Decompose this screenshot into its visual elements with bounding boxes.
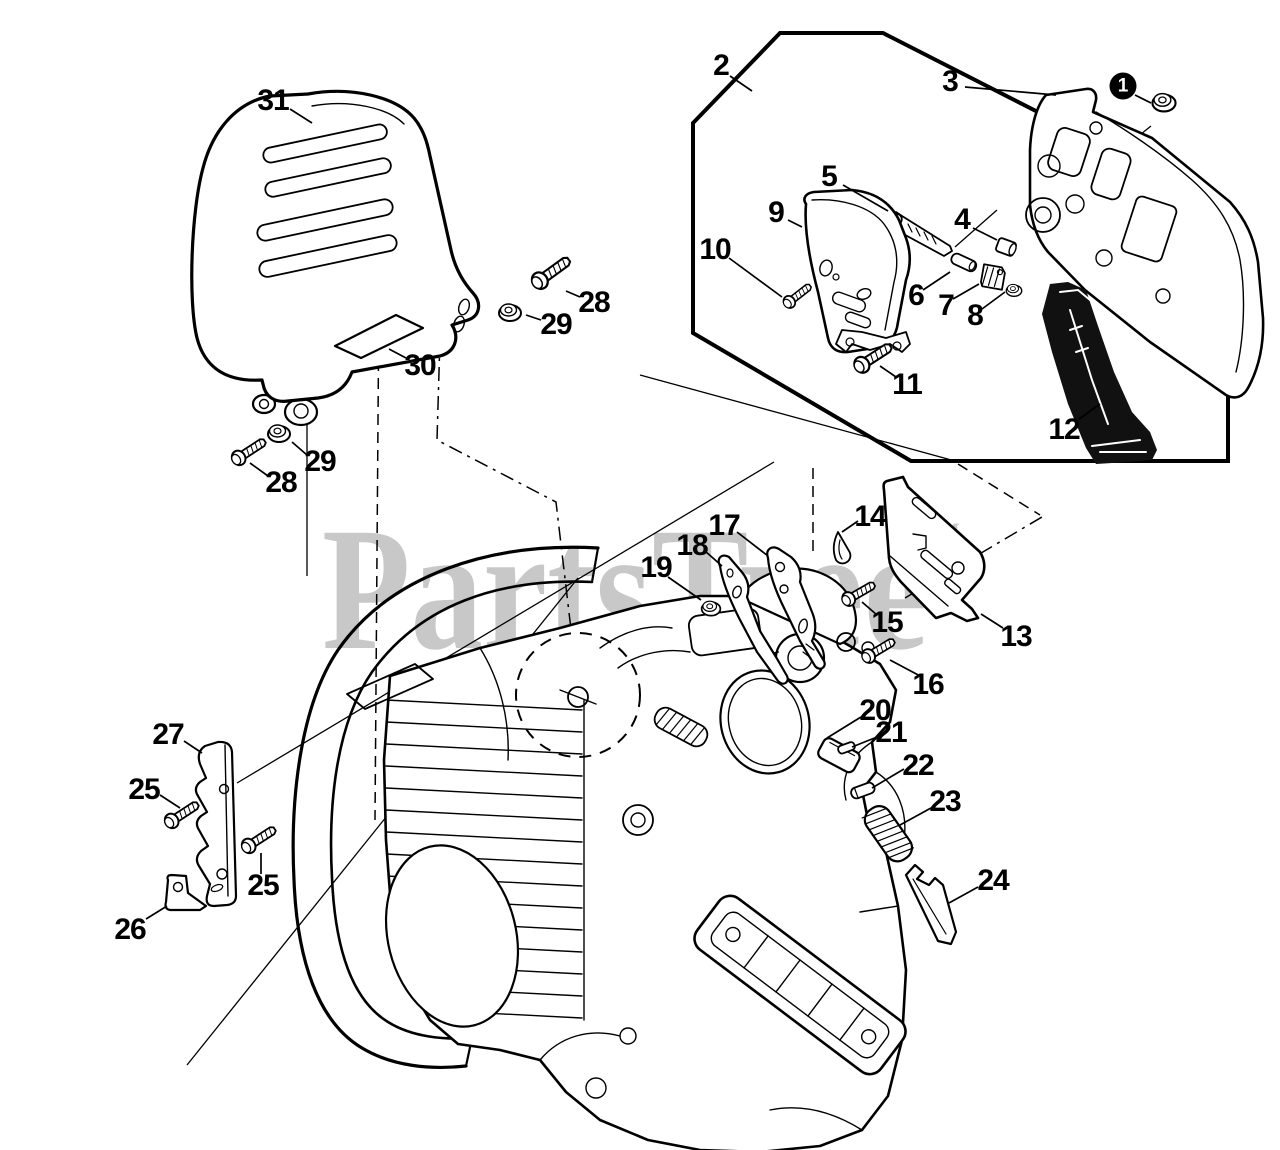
callout-28: 28 (578, 286, 610, 319)
callout-15: 15 (871, 606, 903, 639)
lever-17 (766, 546, 826, 670)
callout-18: 18 (676, 529, 708, 562)
guide-plate-9 (803, 188, 912, 354)
chain-tensioner (653, 706, 709, 748)
callout-20: 20 (859, 694, 891, 727)
bolt-25-upper (160, 796, 203, 833)
bar-plate-13 (882, 475, 986, 623)
callout-4: 4 (954, 203, 971, 236)
rod-24 (904, 863, 958, 946)
callout-26: 26 (114, 913, 146, 946)
bumper-spike-27 (194, 740, 238, 908)
muffler-oval (384, 844, 520, 1028)
callout-11: 11 (892, 368, 923, 401)
leader-lines (145, 75, 1152, 920)
callout-2: 2 (713, 49, 730, 82)
barrel-nut-4 (995, 237, 1017, 257)
callout-14: 14 (854, 500, 886, 533)
callout-17: 17 (708, 509, 740, 542)
callout-24: 24 (977, 864, 1009, 897)
callout-16: 16 (912, 668, 944, 701)
clutch-reference-circle (515, 632, 641, 758)
bolt-28-left (227, 433, 270, 470)
callout-13: 13 (1000, 620, 1032, 653)
nut-19 (700, 600, 722, 617)
lever-18 (717, 554, 789, 685)
callout-23: 23 (929, 785, 961, 818)
screw-10 (779, 279, 815, 312)
hand-guard-lever-12 (1042, 282, 1157, 464)
nut-29-left (267, 424, 291, 443)
engine-assembly (291, 545, 908, 1150)
clutch-cover-3 (1025, 87, 1265, 399)
callout-30: 30 (404, 349, 436, 382)
sleeve-6 (950, 252, 978, 273)
callout-5: 5 (821, 160, 838, 193)
callout-31: 31 (257, 84, 289, 117)
callout-12: 12 (1048, 413, 1080, 446)
callout-25: 25 (247, 869, 279, 902)
callout-3: 3 (942, 65, 959, 98)
callout-9: 9 (768, 196, 785, 229)
callout-8: 8 (967, 299, 984, 332)
pin-21 (837, 741, 856, 755)
mount-marker (346, 663, 434, 710)
clip-14 (832, 531, 852, 565)
bumper-bracket-26 (164, 873, 208, 912)
callout-1: 1 (1109, 72, 1137, 100)
callout-25: 25 (128, 773, 160, 806)
callout-27: 27 (152, 718, 184, 751)
bolt-25-lower (237, 821, 280, 858)
spring-23 (861, 805, 915, 863)
bolt-28-right (527, 251, 575, 294)
nut-1 (1151, 92, 1177, 113)
block-7 (980, 263, 1006, 291)
callout-19: 19 (640, 551, 672, 584)
callout-21: 21 (875, 716, 907, 749)
side-rail (693, 894, 907, 1076)
callout-10: 10 (699, 233, 731, 266)
inset-box (691, 31, 1230, 463)
callout-29: 29 (540, 308, 572, 341)
label-plate-30 (333, 313, 425, 360)
callout-28: 28 (265, 466, 297, 499)
washer-8 (1005, 283, 1023, 297)
guard-pivot (283, 397, 319, 427)
callout-6: 6 (908, 279, 925, 312)
callout-22: 22 (902, 749, 934, 782)
nut-29-right (498, 303, 522, 322)
callout-29: 29 (304, 445, 336, 478)
callout-7: 7 (938, 289, 955, 322)
